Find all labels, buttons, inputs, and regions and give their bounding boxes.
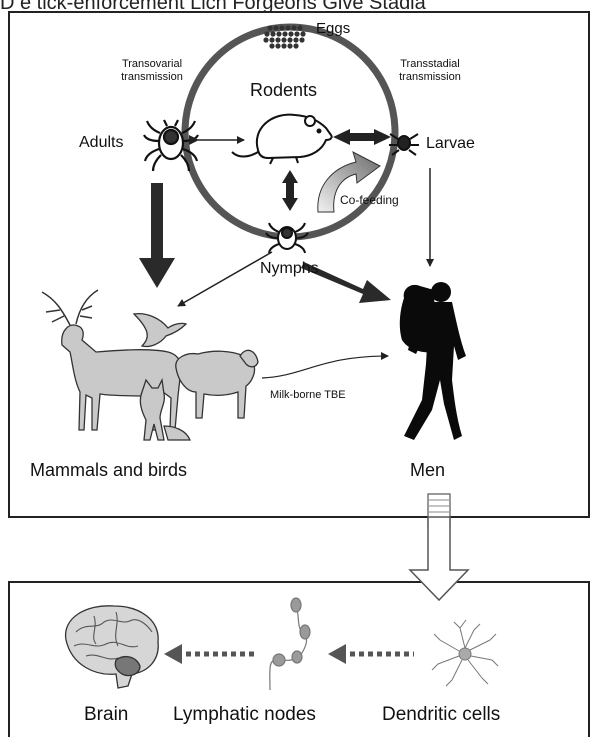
rodents-nymphs-bold-arrow bbox=[282, 170, 298, 211]
nymphs-to-mammals-arrow bbox=[178, 252, 272, 306]
larvae-label: Larvae bbox=[426, 135, 475, 153]
dendritic-cells-label: Dendritic cells bbox=[382, 704, 500, 726]
men-label: Men bbox=[410, 460, 445, 481]
hollow-down-arrow-icon bbox=[410, 494, 468, 600]
rodents-label: Rodents bbox=[250, 80, 317, 101]
nymph-tick-icon bbox=[266, 223, 308, 253]
mammals-birds-label: Mammals and birds bbox=[30, 460, 187, 481]
eggs-label: Eggs bbox=[316, 20, 350, 37]
rodents-larvae-bold-arrow bbox=[333, 129, 391, 145]
lymph-to-brain-dotted-arrow bbox=[164, 644, 258, 664]
nymphs-label: Nymphs bbox=[260, 260, 319, 278]
dendritic-to-lymph-dotted-arrow bbox=[328, 644, 414, 664]
cofeeding-label: Co-feeding bbox=[340, 193, 399, 207]
dendritic-cell-icon bbox=[432, 620, 498, 686]
bird-icon bbox=[134, 314, 186, 347]
rodent-icon bbox=[232, 115, 332, 164]
sheep-icon bbox=[176, 350, 258, 418]
brain-label: Brain bbox=[84, 704, 128, 726]
milk-borne-arrow bbox=[262, 356, 388, 378]
hiker-silhouette-icon bbox=[400, 282, 466, 440]
lymphatic-nodes-icon bbox=[270, 598, 310, 690]
milk-borne-label: Milk-borne TBE bbox=[270, 389, 346, 402]
lymphatic-nodes-label: Lymphatic nodes bbox=[173, 704, 316, 726]
adults-label: Adults bbox=[79, 134, 123, 152]
adults-to-mammals-arrow bbox=[139, 183, 175, 288]
brain-icon bbox=[66, 606, 159, 688]
